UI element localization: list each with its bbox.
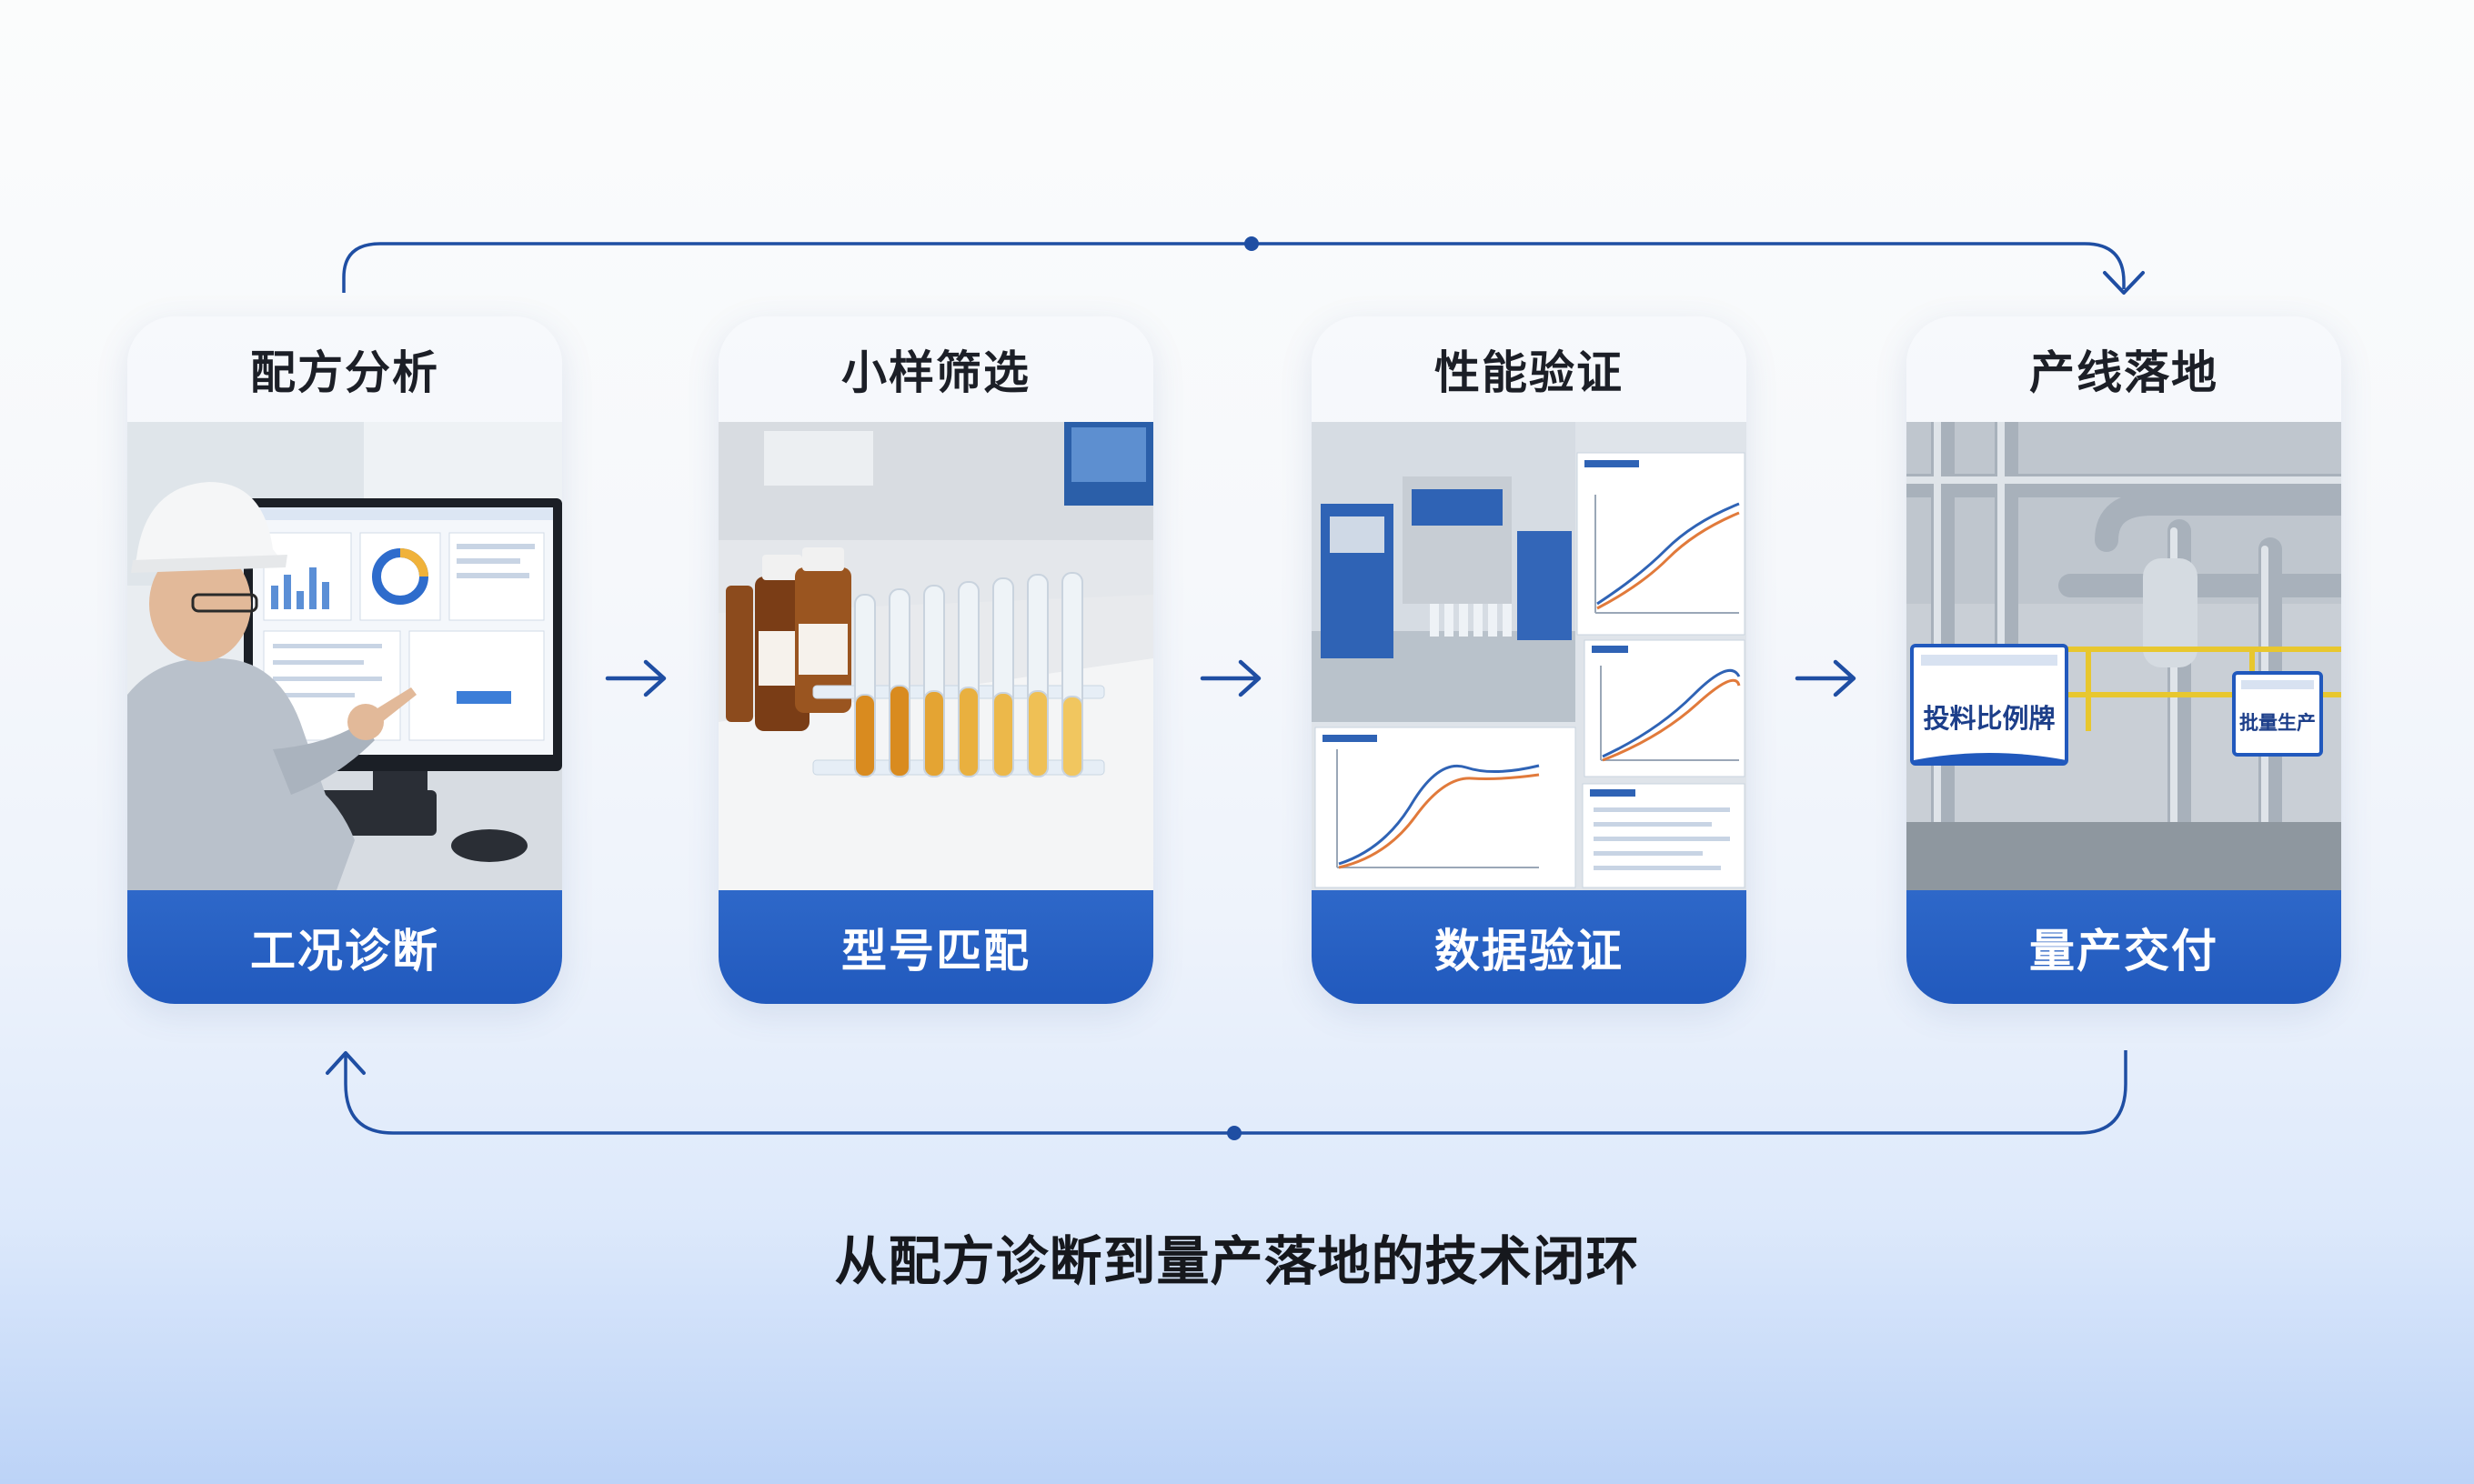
batch-sign-text: 批量生产 xyxy=(2239,712,2316,734)
loop-bottom-dot xyxy=(1227,1126,1242,1140)
arrow-right-icon xyxy=(605,659,667,697)
step-title: 小样筛选 xyxy=(841,346,1031,399)
test-tube-rack xyxy=(812,572,1105,777)
machine-and-charts-photo xyxy=(1312,422,1746,890)
chart-panel-bottom xyxy=(1314,727,1745,888)
ratio-sign: 投料比例牌 xyxy=(1910,644,2068,766)
step-title: 配方分析 xyxy=(250,346,439,399)
step-footer: 工况诊断 xyxy=(127,890,562,1004)
step-card-2: 小样筛选 xyxy=(719,316,1153,1004)
step-footer: 数据验证 xyxy=(1312,890,1746,1004)
production-line-photo: 投料比例牌 批量生产 xyxy=(1906,422,2341,890)
chart-panel-middle xyxy=(1584,639,1745,777)
loop-arrow-icon xyxy=(326,1051,366,1075)
step-title: 性能验证 xyxy=(1434,346,1624,399)
diagram-caption: 从配方诊断到量产落地的技术闭环 xyxy=(834,1230,1640,1292)
arrow-right-icon xyxy=(1795,659,1856,697)
sample-bottles xyxy=(726,547,851,731)
loop-top-dot xyxy=(1244,236,1259,251)
step-footer: 量产交付 xyxy=(1906,890,2341,1004)
step-title: 产线落地 xyxy=(2029,346,2218,399)
chart-panel-top xyxy=(1576,452,1745,636)
ratio-sign-text: 投料比例牌 xyxy=(1923,703,2055,734)
step-card-1: 配方分析 xyxy=(127,316,562,1004)
step-card-4: 产线落地 xyxy=(1906,316,2341,1004)
loop-top-line xyxy=(342,242,2126,293)
test-tubes-photo xyxy=(719,422,1153,890)
loop-bottom-line xyxy=(344,1050,2127,1135)
loop-arrow-icon xyxy=(2103,271,2145,295)
step-card-3: 性能验证 xyxy=(1312,316,1746,1004)
batch-sign: 批量生产 xyxy=(2232,671,2323,757)
engineer-computer-photo xyxy=(127,422,562,890)
step-footer: 型号匹配 xyxy=(719,890,1153,1004)
arrow-right-icon xyxy=(1200,659,1262,697)
